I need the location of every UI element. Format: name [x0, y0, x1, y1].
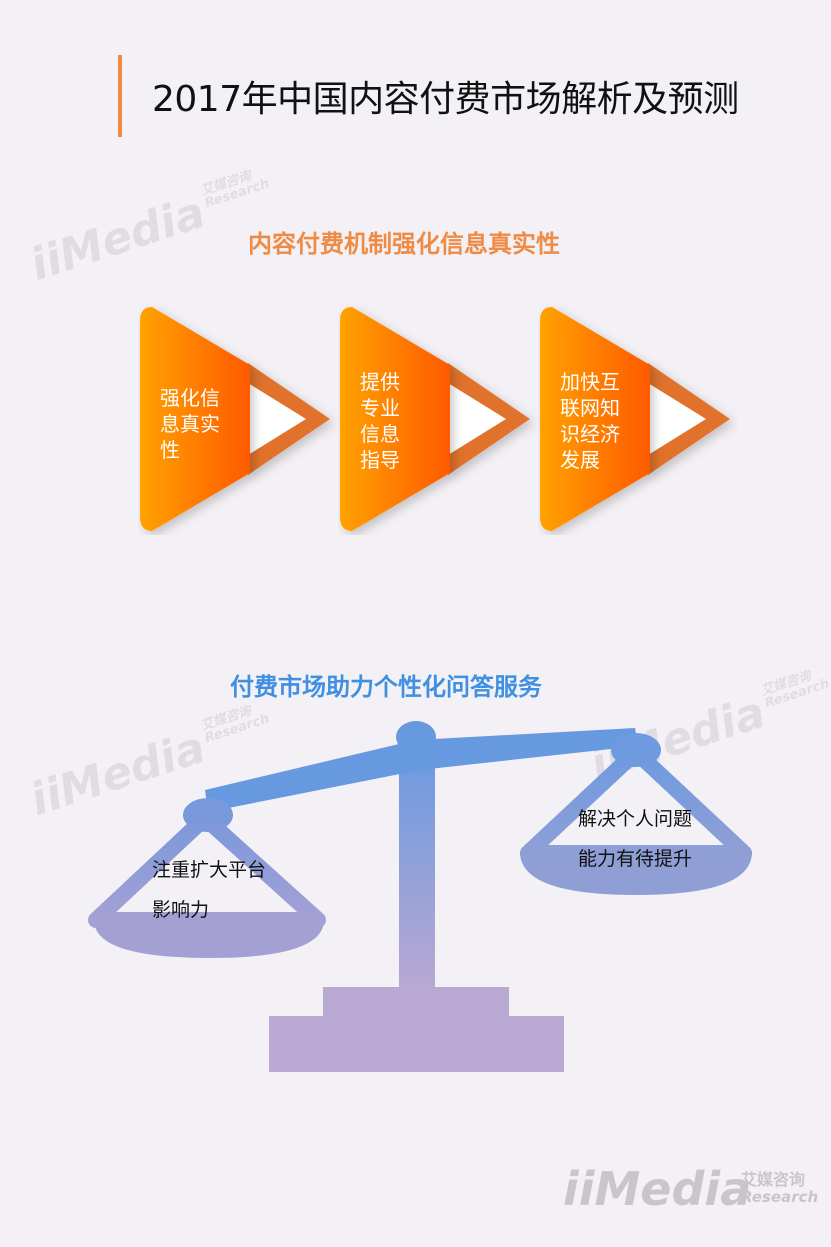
scale-beam	[205, 728, 638, 812]
section2-title: 付费市场助力个性化问答服务	[230, 673, 542, 701]
step-1-label: 强化信息真实性	[160, 386, 220, 462]
page-title: 2017年中国内容付费市场解析及预测	[152, 79, 739, 120]
step-3-label: 加快互联网知识经济发展	[560, 370, 620, 472]
scale-pivot	[396, 721, 436, 753]
scale-base-top	[323, 987, 509, 1019]
title-accent-bar	[118, 55, 122, 137]
scale-post	[399, 735, 435, 990]
iimedia-logo: iiMedia 艾媒咨询 Research	[563, 1162, 819, 1216]
step-3: 加快互联网知识经济发展	[538, 305, 738, 535]
step-3-arrow-shape	[540, 307, 730, 531]
step-2-arrow-shape	[340, 307, 530, 531]
step-1: 强化信息真实性	[138, 305, 338, 535]
step-2-label: 提供专业信息指导	[360, 370, 400, 472]
right-pan-bowl	[520, 852, 752, 895]
step-2: 提供专业信息指导	[338, 305, 538, 535]
left-pan-text: 注重扩大平台影响力	[152, 859, 267, 921]
left-pan-bowl	[94, 920, 324, 958]
section1-title: 内容付费机制强化信息真实性	[248, 230, 560, 258]
right-pan-text: 解决个人问题能力有待提升	[578, 808, 693, 870]
scale-base-bottom	[269, 1016, 564, 1072]
step-1-arrow-shape	[140, 307, 330, 531]
